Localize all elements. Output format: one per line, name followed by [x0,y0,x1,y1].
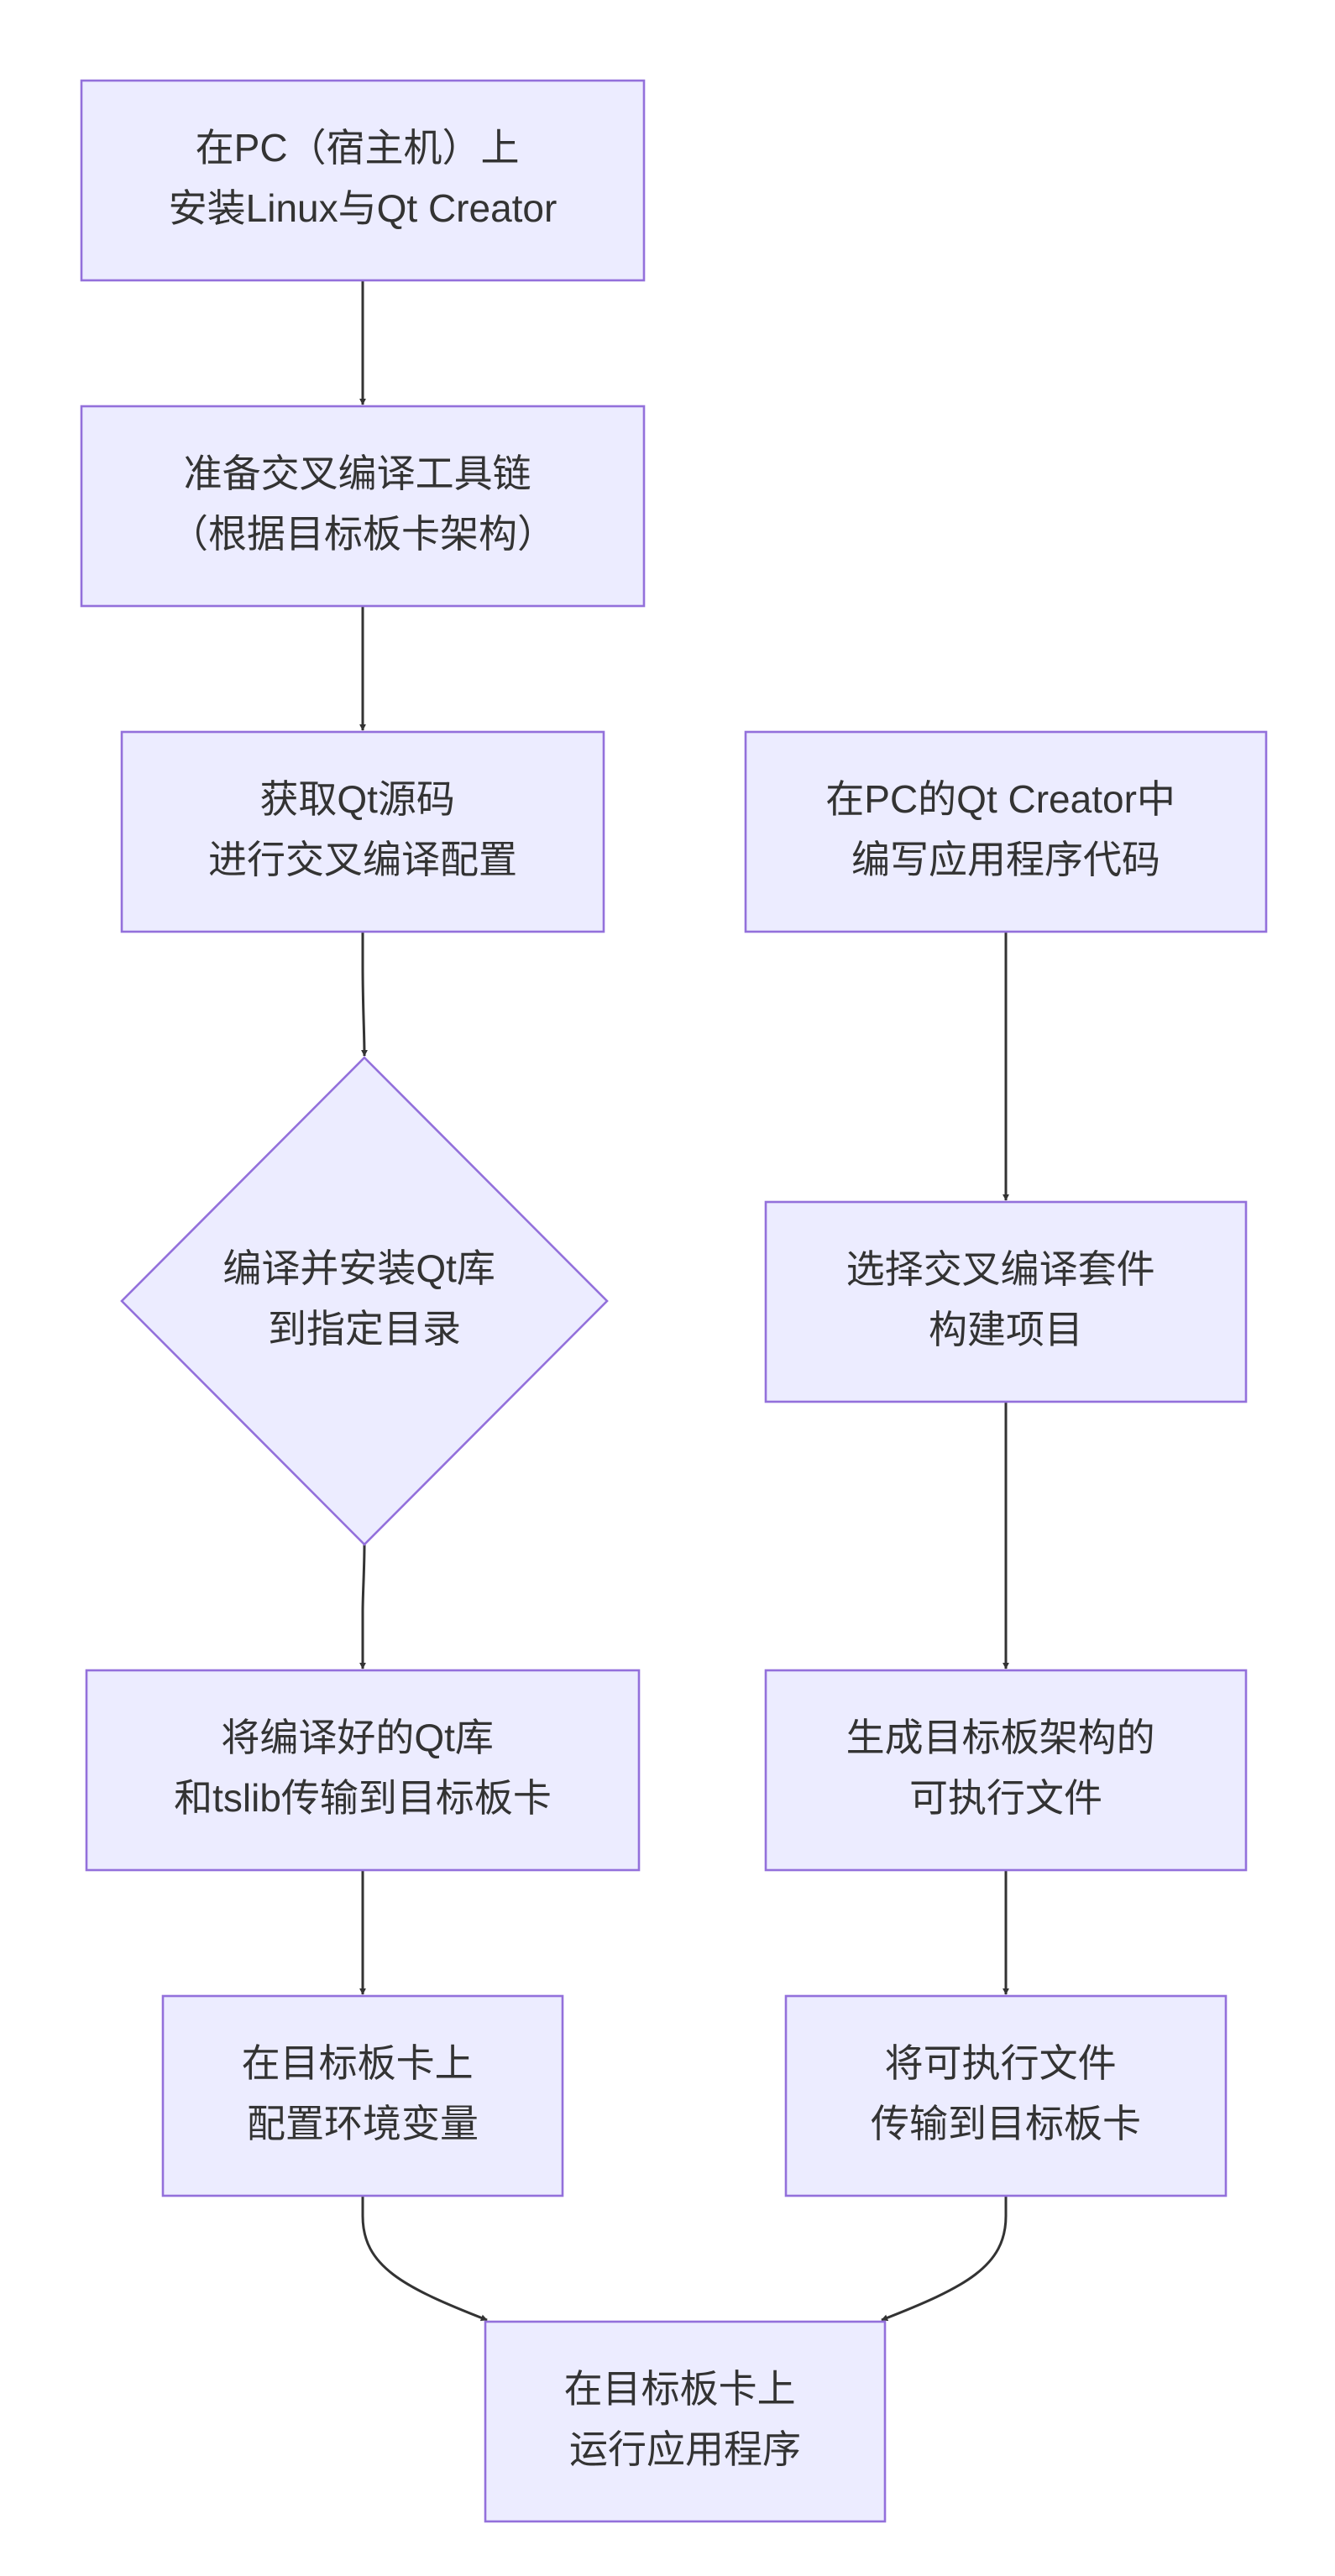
svg-text:在PC的Qt Creator中 编写应用程序代码: 在PC的Qt Creator中 编写应用程序代码 [825,777,1186,881]
svg-text:获取Qt源码 进行交叉编译配置: 获取Qt源码 进行交叉编译配置 [208,777,517,881]
svg-text:准备交叉编译工具链 （根据目标板卡架构）: 准备交叉编译工具链 （根据目标板卡架构） [170,452,556,556]
node-compile-install-qt: 编译并安装Qt库 到指定目录 [120,1056,609,1546]
node-write-app-code: 在PC的Qt Creator中 编写应用程序代码 [744,730,1268,933]
svg-text:生成目标板架构的 可执行文件: 生成目标板架构的 可执行文件 [846,1716,1166,1820]
edge-n10-n11 [881,2196,1008,2322]
node-configure-env: 在目标板卡上 配置环境变量 [161,1994,564,2197]
node-generate-executable: 生成目标板架构的 可执行文件 [764,1669,1248,1872]
node-transfer-qt-tslib: 将编译好的Qt库 和tslib传输到目标板卡 [85,1669,641,1872]
svg-text:编译并安装Qt库 到指定目录: 编译并安装Qt库 到指定目录 [222,1246,505,1351]
svg-text:在目标板卡上 配置环境变量: 在目标板卡上 配置环境变量 [242,2041,484,2145]
edge-n4-n5 [359,1544,366,1669]
edge-n3-n4 [360,932,368,1057]
node-transfer-executable: 将可执行文件 传输到目标板卡 [784,1994,1228,2197]
node-install-linux-qt-creator: 在PC（宿主机）上 安装Linux与Qt Creator [80,79,646,282]
svg-text:在PC（宿主机）上 安装Linux与Qt Cre: 在PC（宿主机）上 安装Linux与Qt Creator [169,126,558,230]
node-run-application: 在目标板卡上 运行应用程序 [484,2320,887,2523]
node-select-kit-build: 选择交叉编译套件 构建项目 [764,1200,1248,1403]
svg-text:选择交叉编译套件 构建项目: 选择交叉编译套件 构建项目 [846,1247,1166,1351]
svg-text:在目标板卡上 运行应用程序: 在目标板卡上 运行应用程序 [564,2367,807,2471]
node-get-qt-source: 获取Qt源码 进行交叉编译配置 [120,730,605,933]
edge-n6-n11 [361,2196,488,2322]
svg-text:将可执行文件 传输到目标板卡: 将可执行文件 传输到目标板卡 [871,2041,1141,2145]
node-prepare-toolchain: 准备交叉编译工具链 （根据目标板卡架构） [80,405,646,608]
svg-text:将编译好的Qt库 和tslib传输到目标板卡: 将编译好的Qt库 和tslib传输到目标板卡 [174,1716,552,1820]
